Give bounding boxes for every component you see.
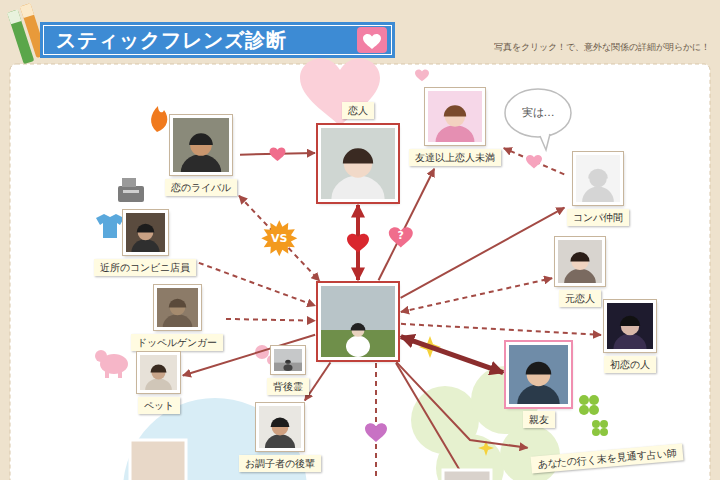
relation-label: 友達以上恋人未満 [409, 149, 501, 166]
party-friend-card: コンパ仲間 [567, 152, 629, 226]
purple-heart [365, 423, 387, 442]
callout-text: 実は… [522, 105, 555, 120]
photo-frame [506, 342, 571, 407]
relation-arrow [401, 324, 601, 335]
friend-card: 友達以上恋人未満 [409, 88, 501, 166]
relation-label: 恋人 [342, 102, 374, 119]
rival-card: 恋のライバル [165, 115, 237, 196]
shirt-icon [96, 214, 124, 238]
photo-picture [321, 128, 395, 199]
hint-note: 写真をクリック！で、意外な関係の詳細が明らかに！ [494, 41, 710, 54]
relation-label: ペット [138, 397, 180, 414]
relation-arrow [504, 148, 564, 174]
junior-card: お調子者の後輩 [239, 403, 321, 472]
photo-frame [256, 403, 304, 451]
photo-frame [123, 210, 168, 255]
relation-label: 元恋人 [559, 290, 601, 307]
photo-frame [154, 285, 201, 330]
edge-label: ? [398, 229, 404, 242]
title-heart [357, 27, 387, 53]
photo-picture [509, 345, 568, 404]
relation-arrow [226, 319, 315, 321]
callout-bubble [505, 89, 571, 137]
photo-frame [604, 300, 656, 352]
paper-panel [10, 64, 710, 480]
lover-card: 恋人 [318, 102, 398, 202]
label-heart [389, 227, 413, 247]
photo-picture [140, 355, 177, 390]
small-heart [415, 69, 429, 81]
title-bar: スティックフレンズ診断 [40, 22, 395, 58]
vs-burst [261, 220, 297, 256]
ghost-card: 背後霊 [267, 346, 309, 395]
relation-arrow [401, 208, 565, 298]
photo-frame [555, 237, 605, 286]
photo-picture [157, 288, 198, 327]
fortune-teller-note: あなたの行く末を見通す占い師 [531, 443, 684, 473]
photo-picture [259, 406, 301, 448]
photo-picture [126, 213, 165, 252]
photo-frame [573, 152, 623, 205]
photo-picture [428, 91, 482, 142]
photo-picture [321, 286, 395, 357]
photo-picture [576, 155, 620, 202]
relation-label: 初恋の人 [604, 356, 656, 373]
photo-picture [173, 118, 229, 172]
relation-label: コンパ仲間 [567, 209, 629, 226]
callout-tail [540, 134, 550, 150]
photo-picture [607, 303, 653, 349]
ex-lover-card: 元恋人 [555, 237, 605, 307]
photo-frame [271, 346, 305, 374]
relation-label: 親友 [523, 411, 555, 428]
relation-label: 恋のライバル [165, 179, 237, 196]
relation-arrow [239, 196, 319, 281]
relation-label: 近所のコンビニ店員 [94, 259, 196, 276]
line-heart [526, 155, 542, 169]
photo-frame [170, 115, 232, 175]
relation-label: ドッペルゲンガー [131, 334, 223, 351]
relation-arrow [199, 263, 315, 306]
edge-label: VS [271, 232, 287, 245]
first-love-card: 初恋の人 [604, 300, 656, 373]
title-text: スティックフレンズ診断 [56, 27, 287, 54]
relation-arrow [401, 337, 503, 373]
photo-frame [318, 125, 398, 202]
photo-frame [318, 283, 398, 360]
double-card: ドッペルゲンガー [131, 285, 223, 351]
center-photo [318, 283, 398, 360]
relation-arrow [401, 278, 552, 312]
pet-icon [95, 350, 128, 378]
offpage-line [396, 363, 462, 474]
relation-label: 背後霊 [267, 378, 309, 395]
photo-picture [558, 240, 602, 283]
best-friend-card: 親友 [506, 342, 571, 428]
line-heart [270, 147, 286, 161]
cut-photo [443, 470, 491, 480]
relation-label: あなたの行く末を見通す占い師 [531, 443, 684, 473]
offpage-line [375, 363, 377, 480]
photo-picture [274, 349, 302, 371]
register-icon [118, 178, 144, 202]
line-heart [347, 234, 369, 253]
cut-photo [130, 440, 186, 480]
big-heart [300, 58, 380, 126]
fire-icon [151, 106, 167, 132]
pet-card: ペット [137, 352, 180, 414]
clerk-card: 近所のコンビニ店員 [94, 210, 196, 276]
relation-label: お調子者の後輩 [239, 455, 321, 472]
clover-icon [579, 395, 608, 436]
photo-frame [137, 352, 180, 393]
photo-frame [425, 88, 485, 145]
